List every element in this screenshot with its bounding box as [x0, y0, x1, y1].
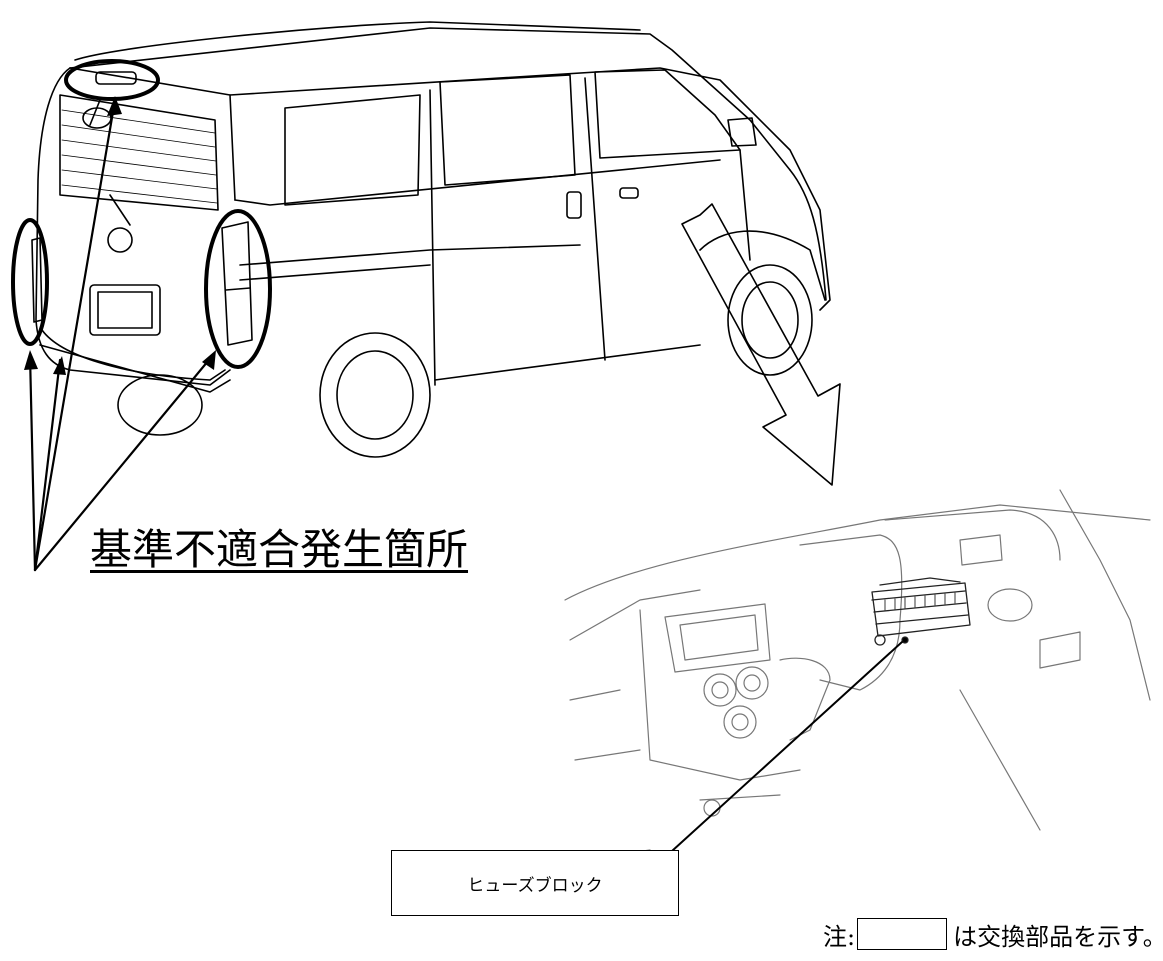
hollow-arrow — [681, 203, 841, 486]
fuse-leader-line — [671, 641, 903, 852]
arrowheads — [24, 96, 216, 375]
fuse-block-illustration — [871, 577, 971, 646]
highlight-ellipses — [11, 59, 272, 369]
legend-box-symbol — [857, 918, 948, 950]
pointer-arrows — [28, 98, 215, 572]
fuse-block-label: ヒューズブロック — [467, 875, 603, 896]
legend-note: 注: は交換部品を示す。 — [823, 914, 1163, 954]
highlight-right-lamp — [204, 209, 272, 369]
highlight-top-lamp — [64, 59, 160, 101]
note-prefix: 注: — [823, 922, 856, 951]
dashboard-illustration — [564, 489, 1151, 861]
note-suffix: は交換部品を示す。 — [953, 922, 1163, 951]
fuse-block-callout: ヒューズブロック — [391, 850, 679, 916]
nonconformity-label: 基準不適合発生箇所 — [90, 525, 469, 574]
highlight-left-lamp — [11, 218, 49, 346]
